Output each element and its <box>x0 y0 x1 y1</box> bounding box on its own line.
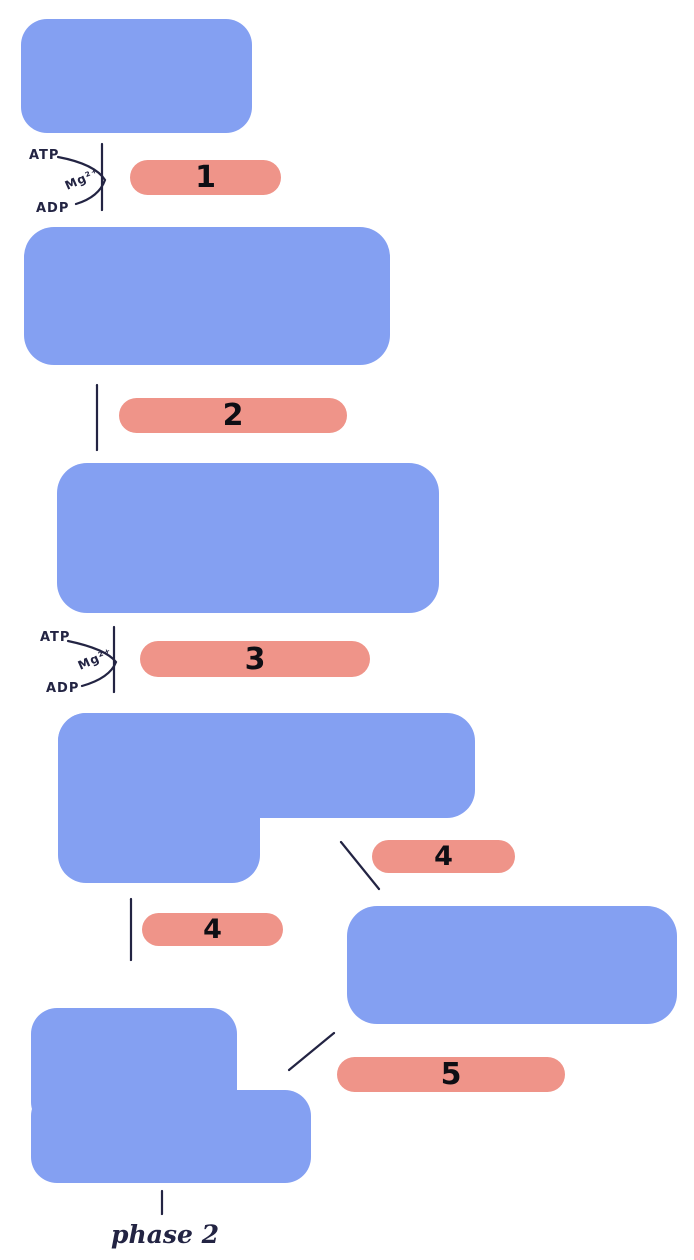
enzyme-pill-4-left: 4 <box>142 913 283 946</box>
enzyme-pill-3-label: 3 <box>244 641 266 677</box>
enzyme-pill-1-label: 1 <box>195 160 216 195</box>
metabolite-box-1 <box>21 19 252 133</box>
reaction1-atp-label: ATP <box>29 148 60 163</box>
phase-2-label: phase 2 <box>111 1220 219 1249</box>
reaction1-mg-label: Mg²⁺ <box>62 165 102 193</box>
reaction2-atp-label: ATP <box>40 630 71 645</box>
reaction2-adp-label: ADP <box>46 681 80 696</box>
reaction1-adp-label: ADP <box>36 201 70 216</box>
reaction2-mg-label: Mg²⁺ <box>75 645 115 673</box>
metabolite-box-5 <box>347 906 677 1024</box>
reversible-arrow-5 <box>287 1031 336 1070</box>
metabolite-box-2 <box>24 227 390 365</box>
enzyme-pill-4-left-label: 4 <box>203 914 222 945</box>
enzyme-pill-2-label: 2 <box>222 398 244 433</box>
enzyme-pill-5-label: 5 <box>440 1057 462 1092</box>
metabolite-box-6-bottom <box>31 1090 311 1183</box>
enzyme-pill-4-right-label: 4 <box>434 841 453 872</box>
enzyme-pill-1: 1 <box>130 160 281 195</box>
enzyme-pill-2: 2 <box>119 398 347 433</box>
enzyme-pill-3: 3 <box>140 641 370 677</box>
metabolite-box-4-leg <box>58 713 260 883</box>
enzyme-pill-5: 5 <box>337 1057 565 1092</box>
metabolite-box-3 <box>57 463 439 613</box>
enzyme-pill-4-right: 4 <box>372 840 515 873</box>
